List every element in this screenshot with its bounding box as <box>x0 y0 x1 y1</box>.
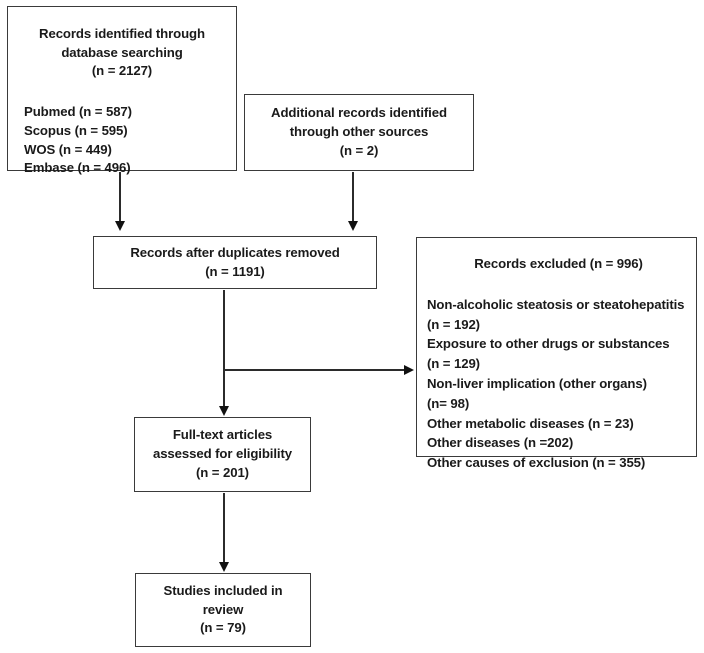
box-fulltext-assessed: Full-text articles assessed for eligibil… <box>134 417 311 492</box>
connector-duplicates-to-fulltext-line <box>223 290 225 407</box>
database-source-list: Pubmed (n = 587) Scopus (n = 595) WOS (n… <box>18 103 226 178</box>
included-line: review <box>202 601 244 617</box>
reason-nafld: Non-alcoholic steatosis or steatohepatit… <box>427 296 685 312</box>
source-embase: Embase (n = 496) <box>24 160 131 176</box>
connector-additional-to-duplicates-line <box>352 172 354 222</box>
box-studies-included: Studies included in review (n = 79) <box>135 573 311 647</box>
connector-duplicates-to-excluded-arrowhead <box>404 364 414 375</box>
connector-duplicates-to-excluded-line <box>223 369 405 371</box>
duplicates-count: (n = 1191) <box>205 263 265 279</box>
source-wos: WOS (n = 449) <box>24 141 112 157</box>
connector-fulltext-to-included-arrowhead <box>218 562 229 572</box>
connector-duplicates-to-fulltext-arrowhead <box>218 406 229 416</box>
reason-other-drugs: Exposure to other drugs or substances <box>427 336 670 352</box>
box-records-identified-database: Records identified through database sear… <box>7 6 237 175</box>
reason-non-liver-count: (n= 98) <box>427 395 470 411</box>
connector-database-to-duplicates-line <box>119 172 121 222</box>
box-records-after-duplicates: Records after duplicates removed (n = 11… <box>93 236 377 289</box>
reason-other-diseases: Other diseases (n =202) <box>427 435 574 451</box>
heading-count: (n = 2127) <box>91 63 153 79</box>
additional-line: through other sources <box>289 124 429 140</box>
reason-non-liver: Non-liver implication (other organs) <box>427 375 647 391</box>
reason-other-drugs-count: (n = 129) <box>427 356 480 372</box>
fulltext-count: (n = 201) <box>196 464 249 480</box>
connector-additional-to-duplicates-arrowhead <box>347 221 358 231</box>
excluded-heading-text: Records excluded (n = 996) <box>474 256 643 271</box>
excluded-reason-list: Non-alcoholic steatosis or steatohepatit… <box>427 295 690 473</box>
reason-other-causes: Other causes of exclusion (n = 355) <box>427 455 646 471</box>
duplicates-label: Records after duplicates removed <box>130 244 340 260</box>
box-additional-records: Additional records identified through ot… <box>244 94 474 171</box>
reason-nafld-count: (n = 192) <box>427 316 480 332</box>
included-line: Studies included in <box>163 582 283 598</box>
heading-line: Records identified through <box>39 26 205 41</box>
connector-database-to-duplicates-arrowhead <box>114 221 125 231</box>
source-pubmed: Pubmed (n = 587) <box>24 104 132 120</box>
included-count: (n = 79) <box>200 620 246 636</box>
connector-fulltext-to-included-line <box>223 493 225 563</box>
heading-line: database searching <box>61 44 183 60</box>
box-records-excluded: Records excluded (n = 996) Non-alcoholic… <box>416 237 697 470</box>
box-records-identified-heading: Records identified through database sear… <box>18 25 226 81</box>
source-scopus: Scopus (n = 595) <box>24 122 128 138</box>
fulltext-line: Full-text articles <box>172 427 273 443</box>
additional-line: Additional records identified <box>271 105 447 121</box>
additional-count: (n = 2) <box>339 142 379 158</box>
fulltext-line: assessed for eligibility <box>152 446 293 462</box>
reason-metabolic: Other metabolic diseases (n = 23) <box>427 415 634 431</box>
excluded-heading: Records excluded (n = 996) <box>427 255 690 274</box>
